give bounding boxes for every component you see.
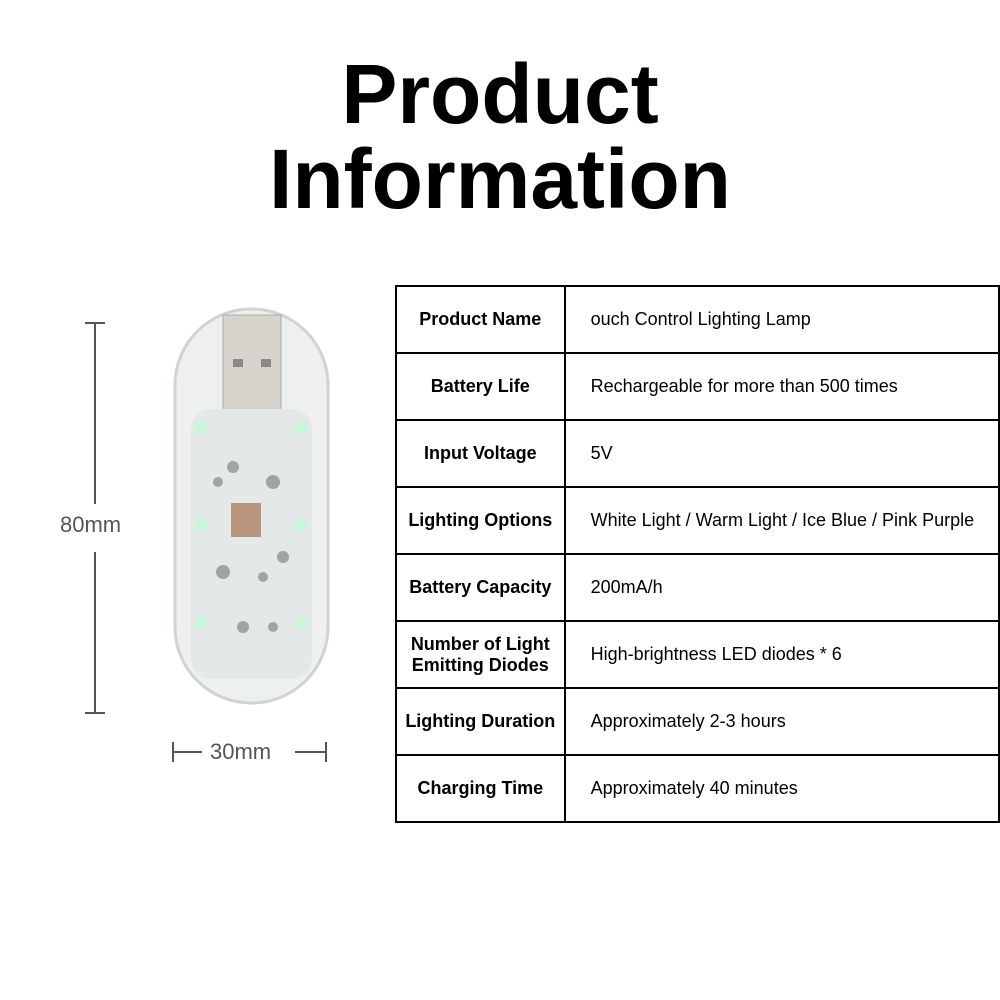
spec-label: Number of Light Emitting Diodes [395, 620, 566, 689]
spec-label: Product Name [395, 285, 566, 354]
width-label: 30mm [210, 739, 272, 764]
usb-lamp-image [173, 307, 330, 705]
width-line-left [172, 751, 202, 753]
width-cap-left [172, 742, 174, 762]
spec-label: Battery Capacity [395, 553, 566, 622]
spec-label: Charging Time [395, 754, 566, 823]
spec-value: High-brightness LED diodes * 6 [563, 620, 1000, 689]
spec-value: Approximately 2-3 hours [563, 687, 1000, 756]
height-label: 80mm [60, 512, 122, 537]
spec-label: Lighting Duration [395, 687, 566, 756]
height-cap-bottom [85, 712, 105, 714]
spec-value: Rechargeable for more than 500 times [563, 352, 1000, 421]
spec-value: White Light / Warm Light / Ice Blue / Pi… [563, 486, 1000, 555]
width-cap-right [325, 742, 327, 762]
spec-value: 200mA/h [563, 553, 1000, 622]
title-line-1: Product [341, 47, 659, 141]
spec-label: Lighting Options [395, 486, 566, 555]
title-line-2: Information [269, 132, 731, 226]
width-line-right [295, 751, 327, 753]
spec-value: Approximately 40 minutes [563, 754, 1000, 823]
spec-value: ouch Control Lighting Lamp [563, 285, 1000, 354]
height-line-bottom [94, 552, 96, 713]
height-line-top [94, 322, 96, 504]
spec-label: Battery Life [395, 352, 566, 421]
spec-value: 5V [563, 419, 1000, 488]
spec-label: Input Voltage [395, 419, 566, 488]
